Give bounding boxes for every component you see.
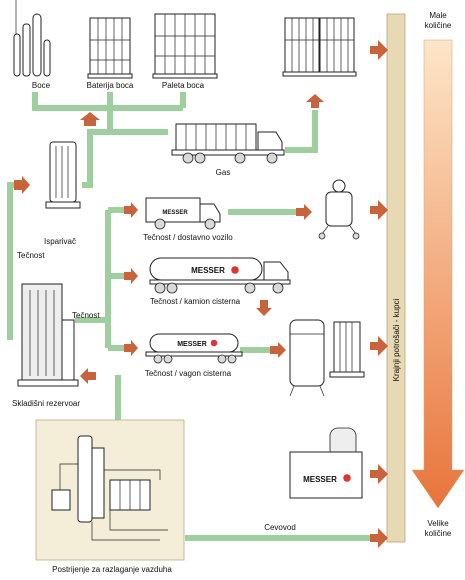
large-quantities-label-1: Velike xyxy=(427,519,449,528)
large-quantities-label-2: količine xyxy=(425,529,452,538)
label-tanker-truck: Tečnost / kamion cisterna xyxy=(150,297,241,306)
plant-logo: MESSER xyxy=(303,475,337,484)
label-pallet: Paleta boca xyxy=(162,81,205,90)
consumer-cylinder-bundles-icon xyxy=(282,17,357,77)
air-separation-plant-icon xyxy=(35,419,185,561)
label-delivery-van: Tečnost / dostavno vozilo xyxy=(143,233,233,242)
storage-tank-icon xyxy=(17,283,79,387)
label-cylinders: Boce xyxy=(32,81,51,90)
label-pipeline: Cevovod xyxy=(264,523,296,532)
rail-logo: MESSER xyxy=(177,341,207,348)
cylinder-bundle-icon xyxy=(87,17,133,79)
label-gas: Gas xyxy=(216,168,231,177)
label-plant: Postrijenje za razlaganje vazduha xyxy=(52,565,172,574)
consumer-bar xyxy=(386,13,406,543)
label-rail-tank: Tečnost / vagon cisterna xyxy=(145,369,232,378)
label-bundle: Baterija boca xyxy=(87,81,134,90)
flow-arrows xyxy=(14,40,388,548)
tanker-logo: MESSER xyxy=(191,266,225,275)
evaporator-icon xyxy=(45,141,81,209)
label-evaporator: Isparivač xyxy=(44,237,76,246)
label-storage-tank: Skladišni rezervoar xyxy=(12,399,80,408)
quantity-arrow xyxy=(411,39,465,509)
consumer-storage-tanks-icon xyxy=(289,319,365,397)
single-cylinders-icon xyxy=(13,0,51,77)
small-quantities-label-2: količine xyxy=(425,21,452,30)
cylinder-pallet-icon xyxy=(152,13,218,79)
consumer-plant-icon: MESSER xyxy=(289,427,363,499)
rail-tank-car-icon: MESSER xyxy=(145,333,243,364)
label-liquid-mid: Tečnost xyxy=(72,311,100,320)
gas-truck-icon xyxy=(171,123,285,164)
consumer-bar-label: Krajnji potrošači - kupci xyxy=(392,298,401,381)
flow-lines xyxy=(7,92,370,541)
delivery-van-icon: MESSER xyxy=(145,197,221,230)
small-quantities-label-1: Male xyxy=(429,11,447,20)
tanker-truck-icon: MESSER xyxy=(149,257,291,294)
label-liquid-left: Tečnost xyxy=(17,251,45,260)
mobile-tank-icon xyxy=(318,179,360,240)
van-logo: MESSER xyxy=(162,210,188,216)
